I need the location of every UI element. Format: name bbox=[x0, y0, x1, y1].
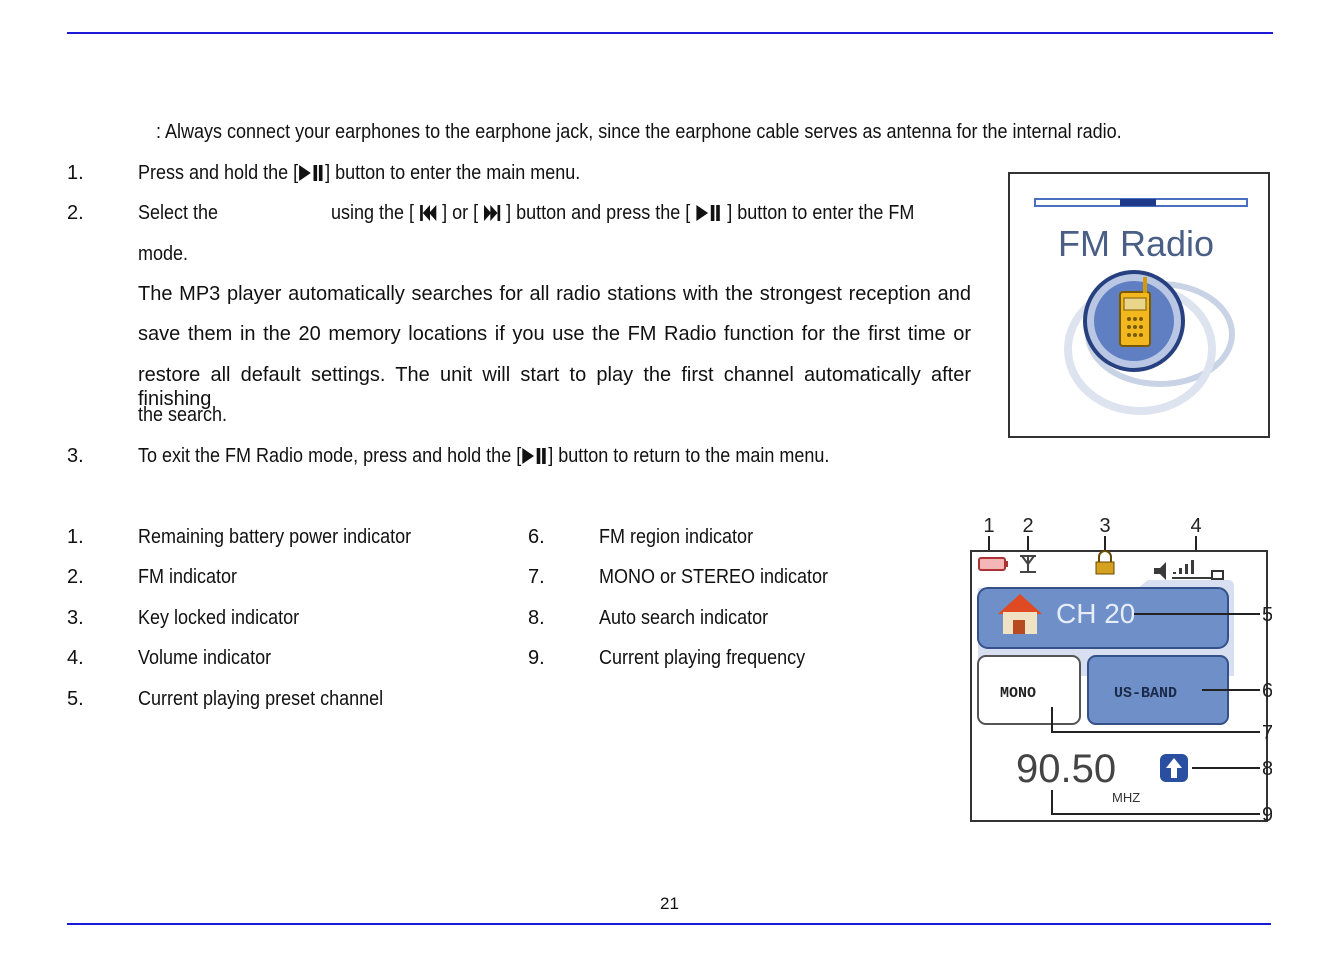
mode-text: MONO bbox=[1000, 685, 1036, 702]
battery-icon bbox=[978, 557, 1006, 571]
indicator-label: Current playing preset channel bbox=[138, 688, 384, 710]
top-rule bbox=[67, 32, 1273, 34]
antenna-icon bbox=[1020, 555, 1036, 573]
callout-number: 5 bbox=[1262, 604, 1272, 626]
step-2-para-line: the search. bbox=[138, 404, 228, 426]
play-pause-icon bbox=[695, 204, 722, 228]
channel-bar bbox=[977, 587, 1229, 649]
indicator-label: FM region indicator bbox=[599, 526, 754, 548]
indicator-label: Auto search indicator bbox=[599, 607, 769, 629]
step-2-text: using the [ ] or [ ] button and press th… bbox=[331, 201, 914, 228]
auto-search-icon bbox=[1160, 754, 1188, 782]
step-number: 1. bbox=[67, 162, 84, 184]
step-2-para-line: save them in the 20 memory locations if … bbox=[138, 323, 971, 345]
callout-number: 9 bbox=[1262, 804, 1272, 826]
page-number: 21 bbox=[660, 894, 679, 913]
fm-menu-title: FM Radio bbox=[1058, 223, 1214, 264]
indicator-number: 6. bbox=[528, 526, 545, 548]
step-number: 3. bbox=[67, 445, 84, 467]
play-pause-icon bbox=[521, 447, 548, 471]
callout-number: 7 bbox=[1262, 722, 1272, 744]
bottom-rule bbox=[67, 923, 1271, 925]
lock-icon bbox=[1095, 550, 1115, 575]
indicator-label: Remaining battery power indicator bbox=[138, 526, 412, 548]
callout-number: 4 bbox=[1190, 515, 1201, 537]
indicator-number: 9. bbox=[528, 647, 545, 669]
indicator-number: 8. bbox=[528, 607, 545, 629]
frequency-text: 90.50 bbox=[1016, 747, 1116, 791]
channel-text: CH 20 bbox=[1056, 598, 1135, 629]
callout-number: 2 bbox=[1022, 515, 1033, 537]
play-pause-icon bbox=[298, 164, 325, 188]
next-icon bbox=[483, 204, 501, 228]
indicator-number: 2. bbox=[67, 566, 84, 588]
volume-icon bbox=[1154, 560, 1224, 580]
fm-display-diagram: 1 2 3 4 bbox=[958, 510, 1272, 830]
step-number: 2. bbox=[67, 202, 84, 224]
callout-number: 1 bbox=[983, 515, 994, 537]
step-2-para-line: The MP3 player automatically searches fo… bbox=[138, 283, 971, 305]
indicator-number: 5. bbox=[67, 688, 84, 710]
indicator-number: 4. bbox=[67, 647, 84, 669]
earphone-note: : Always connect your earphones to the e… bbox=[156, 121, 1122, 143]
callout-number: 6 bbox=[1262, 680, 1272, 702]
step-2-line2: mode. bbox=[138, 243, 189, 265]
callout-number: 3 bbox=[1099, 515, 1110, 537]
previous-icon bbox=[419, 204, 437, 228]
step-2-para-line: restore all default settings. The unit w… bbox=[138, 364, 971, 410]
fm-radio-menu-image: FM Radio bbox=[1008, 172, 1270, 438]
step-1-text: Press and hold the [] button to enter th… bbox=[138, 161, 580, 188]
unit-text: MHZ bbox=[1112, 790, 1140, 805]
indicator-label: MONO or STEREO indicator bbox=[599, 566, 829, 588]
indicator-label: Current playing frequency bbox=[599, 647, 806, 669]
indicator-number: 3. bbox=[67, 607, 84, 629]
indicator-label: Volume indicator bbox=[138, 647, 272, 669]
indicator-label: FM indicator bbox=[138, 566, 238, 588]
indicator-number: 7. bbox=[528, 566, 545, 588]
home-icon bbox=[998, 594, 1042, 634]
region-text: US-BAND bbox=[1114, 685, 1177, 702]
walkie-talkie-icon bbox=[1119, 277, 1151, 347]
step-3-text: To exit the FM Radio mode, press and hol… bbox=[138, 444, 829, 471]
indicator-label: Key locked indicator bbox=[138, 607, 300, 629]
step-2-select: Select the bbox=[138, 202, 219, 224]
callout-number: 8 bbox=[1262, 758, 1272, 780]
indicator-number: 1. bbox=[67, 526, 84, 548]
